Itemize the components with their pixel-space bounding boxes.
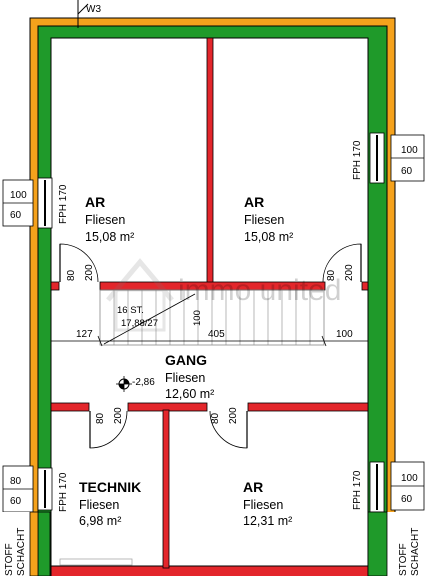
dimension-left: 127 (76, 329, 93, 340)
room-floor: Fliesen (165, 371, 205, 385)
window-right-top: 100 60 FPH 170 (352, 132, 425, 184)
door-width: 80 (66, 269, 77, 281)
watermark-logo: immo united (106, 258, 341, 332)
room-area: 12,60 m² (165, 387, 214, 401)
shaft-label: SCHACHT (410, 528, 421, 576)
room-floor: Fliesen (243, 498, 283, 512)
window-left-bottom: 80 60 FPH 170 (2, 465, 69, 513)
room-area: 12,31 m² (243, 514, 292, 528)
shaft-label: STOFF (398, 543, 409, 576)
room-ar-top-right: AR Fliesen 15,08 m² (244, 194, 293, 244)
window-width: 100 (10, 190, 27, 201)
window-label: FPH 170 (352, 140, 363, 180)
vertical-wall-bottom (162, 409, 170, 569)
shaft-label: STOFF (4, 543, 15, 576)
shaft-label: SCHACHT (16, 528, 27, 576)
watermark-text: immo united (178, 274, 341, 307)
wall-label-text: W3 (86, 4, 101, 15)
room-ar-bottom: AR Fliesen 12,31 m² (243, 479, 292, 528)
window-left-top: 100 60 FPH 170 (2, 177, 69, 229)
door-height: 200 (84, 264, 95, 281)
shaft-left: STOFF SCHACHT (0, 511, 51, 576)
dimension-center: 405 (208, 329, 225, 340)
stair-ratio-text: 17,88/27 (121, 318, 158, 329)
window-label: FPH 170 (58, 472, 69, 512)
fixture-outline (59, 558, 133, 566)
level-text: -2,86 (132, 377, 155, 388)
bottom-inner-wall (50, 565, 369, 576)
door-height: 200 (228, 407, 239, 424)
stair-steps-text: 16 ST. (117, 305, 144, 316)
shaft-right: STOFF SCHACHT (367, 511, 427, 576)
room-area: 15,08 m² (244, 230, 293, 244)
horizontal-wall-top-right (361, 281, 369, 291)
staircase: 16 ST. 17,88/27 100 (99, 289, 325, 346)
room-ar-top-left: AR Fliesen 15,08 m² (85, 194, 134, 244)
room-name: GANG (165, 352, 207, 368)
window-height: 60 (401, 494, 413, 505)
interior-walls (50, 37, 369, 569)
door-width: 80 (95, 412, 106, 424)
room-floor: Fliesen (79, 498, 119, 512)
door-ar-right: 80 200 (322, 243, 362, 283)
door-ar-bottom: 80 200 (209, 407, 248, 449)
window-label: FPH 170 (58, 184, 69, 224)
room-name: TECHNIK (79, 479, 141, 495)
door-width: 80 (326, 269, 337, 281)
room-area: 6,98 m² (79, 514, 121, 528)
dimension-right: 100 (336, 329, 353, 340)
horizontal-wall-bottom-left (50, 402, 90, 412)
room-technik: TECHNIK Fliesen 6,98 m² (79, 479, 141, 528)
room-floor: Fliesen (85, 213, 125, 227)
room-name: AR (244, 194, 264, 210)
door-ar-left: 80 200 (59, 243, 99, 283)
window-height: 60 (10, 210, 22, 221)
window-width: 100 (401, 145, 418, 156)
door-height: 200 (113, 407, 124, 424)
room-area: 15,08 m² (85, 230, 134, 244)
window-height: 60 (10, 496, 22, 507)
dimension-line: 127 405 100 (51, 329, 368, 347)
stair-width-text: 100 (192, 310, 203, 326)
window-height: 60 (401, 166, 413, 177)
window-label: FPH 170 (352, 470, 363, 510)
room-gang: GANG Fliesen 12,60 m² (165, 352, 214, 401)
door-height: 200 (344, 264, 355, 281)
door-technik: 80 200 (89, 407, 128, 449)
room-name: AR (85, 194, 105, 210)
room-name: AR (243, 479, 263, 495)
wall-label-w3: W3 (77, 0, 101, 28)
window-width: 80 (10, 476, 22, 487)
window-width: 100 (401, 473, 418, 484)
horizontal-wall-top-left (50, 281, 60, 291)
door-width: 80 (210, 412, 221, 424)
room-floor: Fliesen (244, 213, 284, 227)
horizontal-wall-bottom-right (247, 402, 369, 412)
level-marker: -2,86 (116, 376, 155, 392)
vertical-wall-top (206, 37, 214, 284)
